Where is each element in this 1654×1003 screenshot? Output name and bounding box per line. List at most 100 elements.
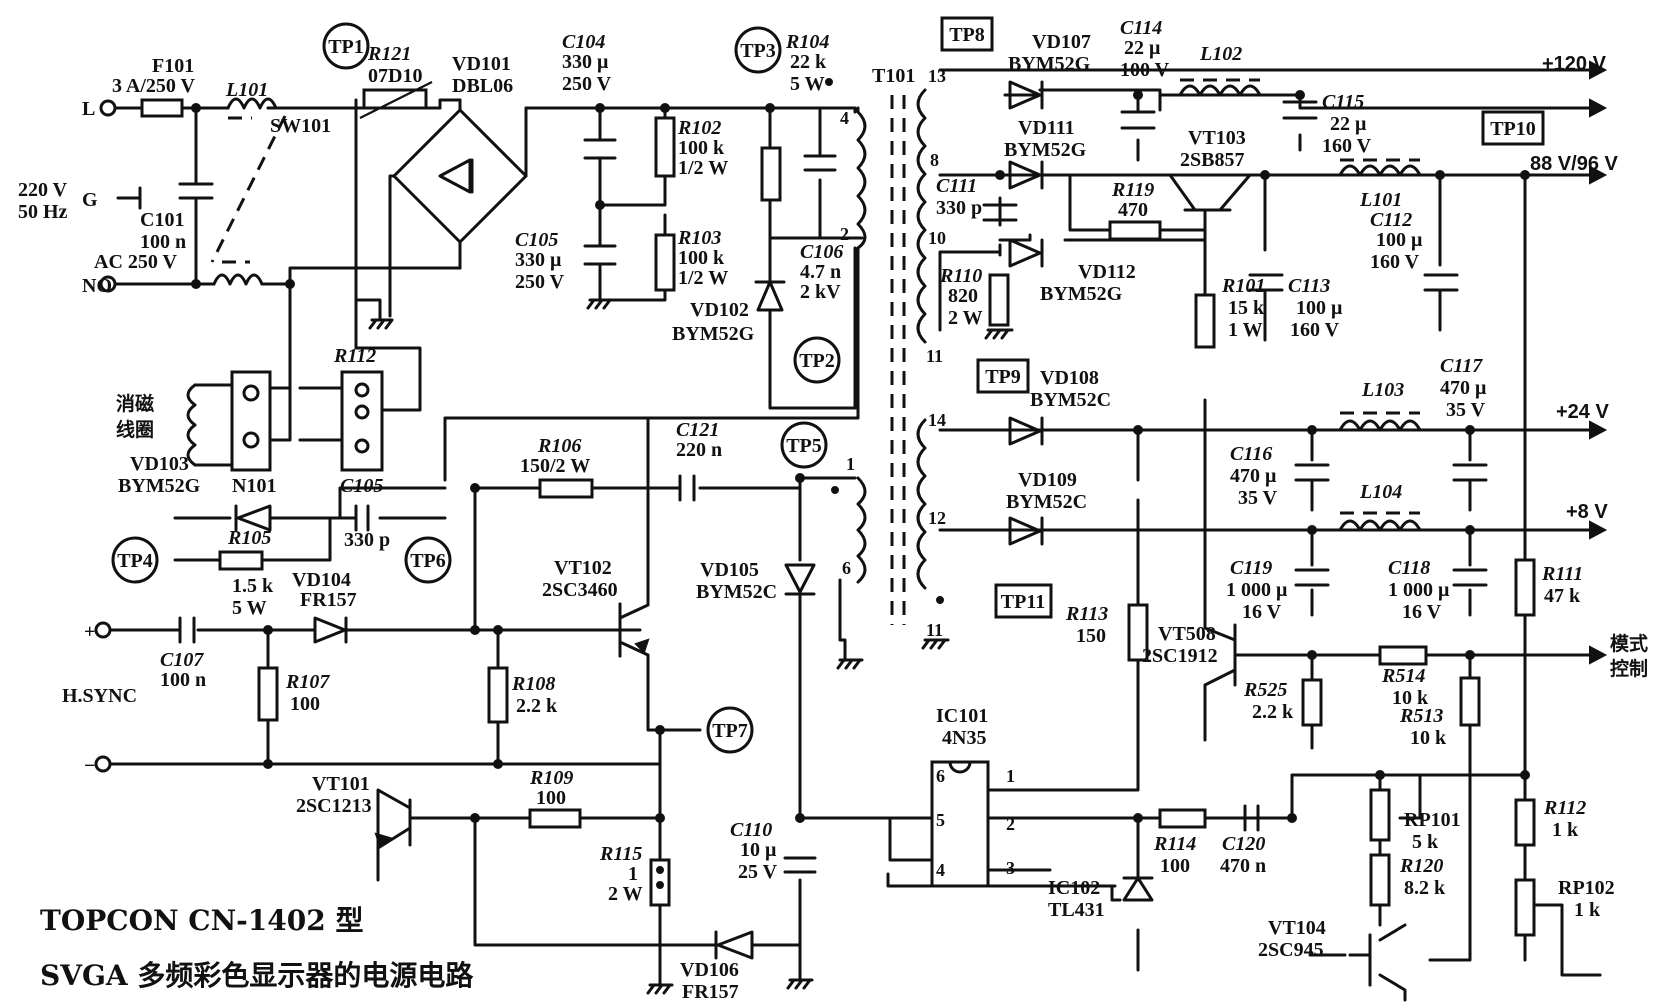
junction-dots — [191, 90, 1530, 823]
svg-text:BYM52C: BYM52C — [1006, 491, 1087, 513]
cap-c101 — [178, 182, 214, 200]
svg-text:C119: C119 — [1230, 557, 1272, 579]
svg-text:1 000 μ: 1 000 μ — [1226, 579, 1288, 601]
svg-text:12: 12 — [928, 508, 946, 528]
out-24v: +24 V — [1556, 401, 1609, 423]
svg-text:C113: C113 — [1288, 275, 1330, 297]
svg-text:1 k: 1 k — [1552, 819, 1579, 841]
transistor-vt101 — [374, 832, 393, 848]
title-line-1: TOPCON CN-1402 型 — [40, 904, 363, 937]
svg-text:330 μ: 330 μ — [562, 51, 609, 73]
svg-text:4.7 n: 4.7 n — [800, 261, 841, 283]
svg-text:250 V: 250 V — [515, 271, 565, 293]
svg-text:2: 2 — [840, 224, 849, 244]
svg-text:VD105: VD105 — [700, 559, 759, 581]
test-point-tp6: TP6 — [404, 536, 452, 584]
svg-text:10: 10 — [928, 228, 946, 248]
svg-text:C114: C114 — [1120, 17, 1162, 39]
svg-text:IC102: IC102 — [1048, 877, 1100, 899]
svg-text:R112: R112 — [1543, 797, 1586, 819]
ground-symbols — [368, 298, 1602, 995]
out-120v: +120 V — [1542, 53, 1607, 75]
svg-text:16 V: 16 V — [1242, 601, 1282, 623]
svg-text:1 000 μ: 1 000 μ — [1388, 579, 1450, 601]
svg-text:13: 13 — [928, 66, 946, 86]
resistor-r102 — [654, 116, 676, 178]
svg-text:TP2: TP2 — [799, 350, 835, 372]
svg-text:470 μ: 470 μ — [1440, 377, 1487, 399]
svg-text:SW101: SW101 — [270, 115, 331, 137]
svg-text:TP6: TP6 — [410, 550, 446, 572]
cap-c118 — [1452, 568, 1488, 587]
svg-text:11: 11 — [926, 346, 943, 366]
resistor-r104 — [760, 146, 782, 202]
bridge-diode — [438, 158, 474, 194]
diode-vd106 — [714, 930, 754, 960]
input-hsync: H.SYNC — [62, 685, 137, 707]
svg-text:TP1: TP1 — [328, 36, 364, 58]
svg-text:5 k: 5 k — [1412, 831, 1439, 853]
svg-text:150: 150 — [1076, 625, 1106, 647]
svg-text:BYM52G: BYM52G — [1040, 283, 1123, 305]
svg-text:2SC3460: 2SC3460 — [542, 579, 618, 601]
svg-text:VD103: VD103 — [130, 453, 189, 475]
thermistor-r121 — [362, 88, 428, 110]
svg-text:FR157: FR157 — [682, 981, 739, 1003]
resistor-r105 — [218, 550, 264, 571]
svg-text:R103: R103 — [677, 227, 721, 249]
svg-text:R106: R106 — [537, 435, 581, 457]
svg-text:35 V: 35 V — [1446, 399, 1486, 421]
labels: L G 220 V 50 Hz NO + − H.SYNC 消磁 线圈 +120… — [18, 17, 1648, 1003]
svg-text:DBL06: DBL06 — [452, 75, 513, 97]
svg-text:1 W: 1 W — [1228, 319, 1263, 341]
svg-text:5 W: 5 W — [790, 73, 825, 95]
svg-text:VT508: VT508 — [1158, 623, 1216, 645]
svg-text:100 μ: 100 μ — [1376, 229, 1423, 251]
resistor-r111 — [1514, 558, 1536, 617]
svg-text:160 V: 160 V — [1322, 135, 1372, 157]
diode-vd107 — [1008, 80, 1044, 110]
ic102-tl431 — [1122, 876, 1154, 902]
diode-vd108 — [1008, 416, 1044, 446]
pot-rp102 — [1514, 878, 1536, 937]
svg-text:R115: R115 — [599, 843, 642, 865]
svg-text:2 W: 2 W — [948, 307, 983, 329]
cap-c119 — [1294, 568, 1330, 587]
svg-text:T101: T101 — [872, 65, 915, 87]
inductor-l101-88v — [1338, 164, 1422, 177]
svg-text:R110: R110 — [939, 265, 982, 287]
svg-text:1/2 W: 1/2 W — [678, 267, 728, 289]
test-point-tp10: TP10 — [1481, 110, 1545, 146]
svg-text:4: 4 — [840, 108, 849, 128]
svg-text:VD101: VD101 — [452, 53, 511, 75]
svg-text:470 n: 470 n — [1220, 855, 1266, 877]
resistor-r114 — [1158, 808, 1207, 829]
svg-text:L102: L102 — [1199, 43, 1242, 65]
ic101-4n35 — [930, 760, 990, 888]
svg-text:4N35: 4N35 — [942, 727, 986, 749]
inductor-l103 — [1338, 419, 1422, 432]
svg-text:C117: C117 — [1440, 355, 1483, 377]
diode-vd105 — [784, 563, 816, 596]
svg-text:330 p: 330 p — [936, 197, 982, 219]
svg-text:R109: R109 — [529, 767, 573, 789]
cap-c116 — [1294, 463, 1330, 482]
svg-text:C107: C107 — [160, 649, 204, 671]
cap-c111 — [982, 203, 1018, 222]
diode-vd102 — [754, 280, 786, 312]
cap-c104 — [583, 138, 617, 160]
svg-text:100 n: 100 n — [140, 231, 186, 253]
svg-text:C112: C112 — [1370, 209, 1412, 231]
svg-text:250 V: 250 V — [562, 73, 612, 95]
svg-text:L101: L101 — [225, 79, 268, 101]
svg-text:FR157: FR157 — [300, 589, 357, 611]
svg-text:100 V: 100 V — [1120, 59, 1170, 81]
svg-text:11: 11 — [926, 620, 943, 640]
svg-text:C111: C111 — [936, 175, 977, 197]
svg-text:1 k: 1 k — [1574, 899, 1601, 921]
resistor-r107 — [257, 666, 279, 722]
svg-text:25 V: 25 V — [738, 861, 778, 883]
svg-text:BYM52G: BYM52G — [1008, 53, 1091, 75]
transformer-t101 — [825, 78, 944, 625]
svg-text:TP4: TP4 — [117, 550, 153, 572]
